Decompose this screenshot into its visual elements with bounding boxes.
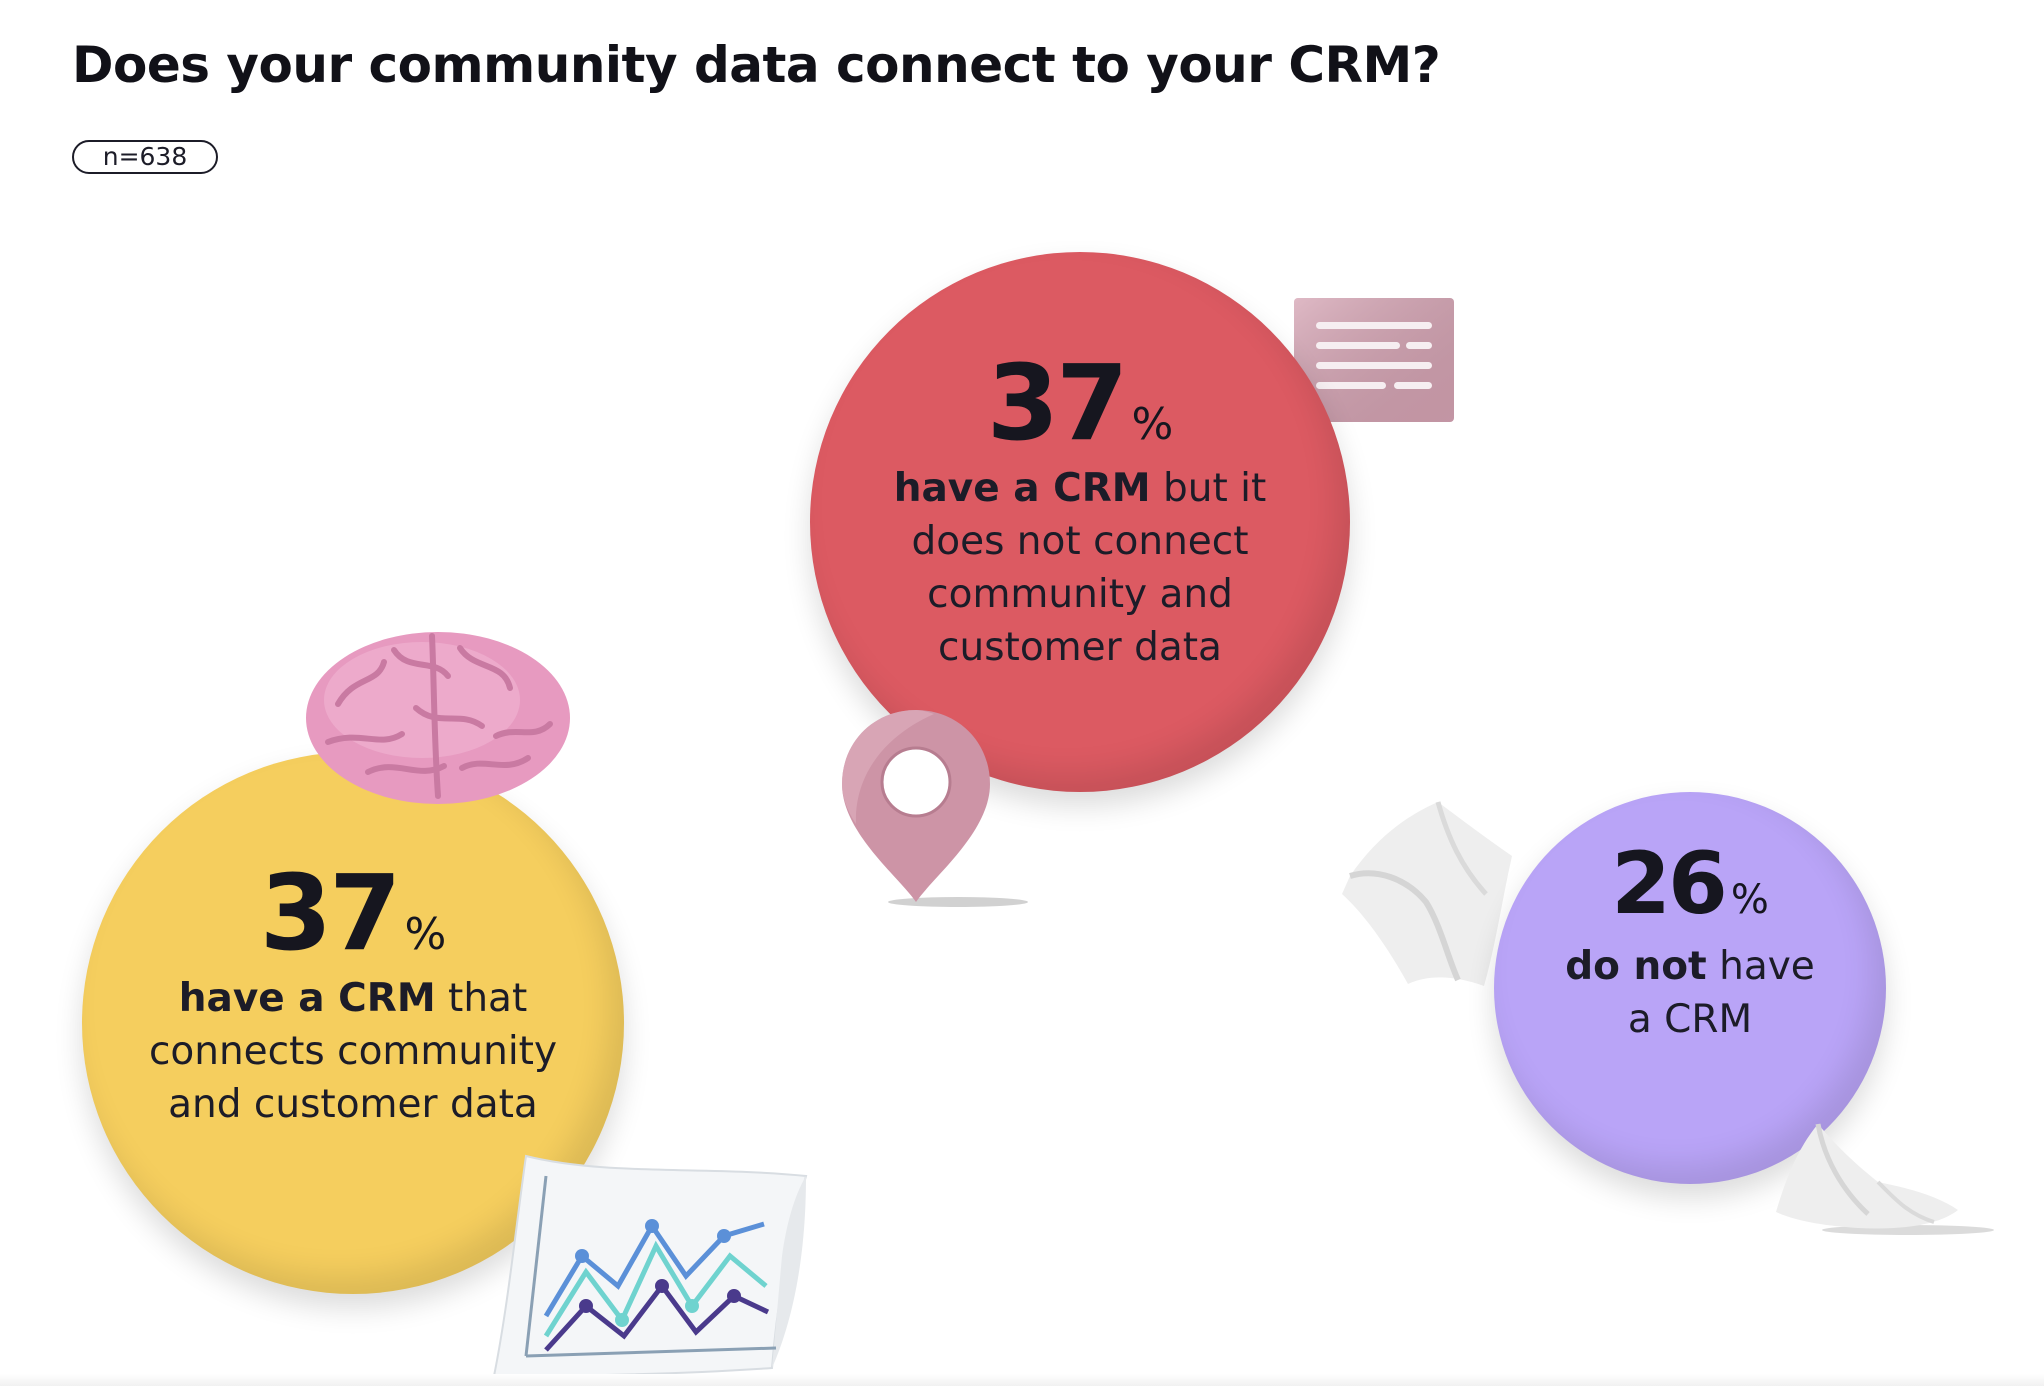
- description-bold: do not: [1565, 944, 1707, 989]
- brain-icon: [306, 632, 570, 804]
- percent-value: 26: [1611, 834, 1728, 934]
- percent-sign: %: [1131, 399, 1174, 450]
- stat-value: 37%: [810, 342, 1350, 464]
- location-pin-icon: [842, 710, 1028, 907]
- stat-description: do not have a CRM: [1494, 940, 1886, 1046]
- description-line: community and: [927, 572, 1233, 617]
- description-bold: have a CRM: [893, 466, 1151, 511]
- line-chart-paper-icon: [492, 1154, 808, 1378]
- description-line: a CRM: [1627, 997, 1753, 1042]
- percent-sign: %: [404, 909, 447, 960]
- description-line: that: [435, 976, 528, 1021]
- cloth-icon: [1776, 1123, 1994, 1235]
- stat-value: 37%: [82, 852, 624, 974]
- bottom-shadow-bar: [0, 1374, 2044, 1386]
- page-title: Does your community data connect to your…: [72, 36, 1441, 94]
- description-line: but it: [1150, 466, 1267, 511]
- description-line: have: [1706, 944, 1815, 989]
- stat-description: have a CRM that connects community and c…: [82, 972, 624, 1131]
- percent-value: 37: [259, 852, 402, 974]
- bubble-crm-connected: 37% have a CRM that connects community a…: [82, 752, 624, 1294]
- stat-description: have a CRM but it does not connect commu…: [810, 462, 1350, 674]
- description-line: does not connect: [911, 519, 1249, 564]
- description-line: customer data: [938, 625, 1222, 670]
- percent-sign: %: [1730, 877, 1769, 923]
- cloth-icon: [1342, 801, 1512, 986]
- bubble-no-crm: 26% do not have a CRM: [1494, 792, 1886, 1184]
- bubble-crm-not-connected: 37% have a CRM but it does not connect c…: [810, 252, 1350, 792]
- description-line: and customer data: [168, 1082, 538, 1127]
- text-card-icon: [1294, 298, 1454, 422]
- description-line: connects community: [148, 1029, 558, 1074]
- stat-value: 26%: [1494, 834, 1886, 934]
- sample-size-badge: n=638: [72, 140, 218, 174]
- description-bold: have a CRM: [178, 976, 436, 1021]
- percent-value: 37: [986, 342, 1129, 464]
